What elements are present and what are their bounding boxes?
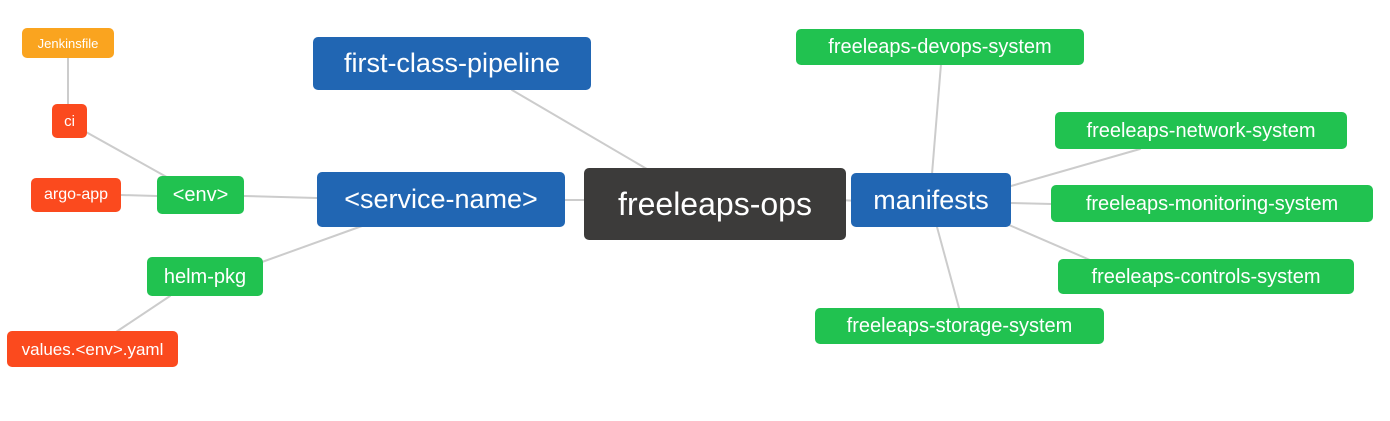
edge-argo-app-env <box>120 194 158 197</box>
node-network-system[interactable]: freeleaps-network-system <box>1055 112 1347 149</box>
node-monitoring-system[interactable]: freeleaps-monitoring-system <box>1051 185 1373 222</box>
node-ci[interactable]: ci <box>52 104 87 138</box>
node-service-name[interactable]: <service-name> <box>317 172 565 227</box>
node-first-class-pipeline[interactable]: first-class-pipeline <box>313 37 591 90</box>
edge-ci-env <box>85 131 173 181</box>
node-jenkinsfile[interactable]: Jenkinsfile <box>22 28 114 58</box>
edge-first-class-pipeline-ops <box>511 89 653 173</box>
edge-manifests-monitoring <box>1010 202 1053 205</box>
node-env[interactable]: <env> <box>157 176 244 214</box>
node-manifests[interactable]: manifests <box>851 173 1011 227</box>
node-freeleaps-ops[interactable]: freeleaps-ops <box>584 168 846 240</box>
node-storage-system[interactable]: freeleaps-storage-system <box>815 308 1104 344</box>
edge-helm-pkg-values <box>115 295 171 333</box>
node-argo-app[interactable]: argo-app <box>31 178 121 212</box>
node-devops-system[interactable]: freeleaps-devops-system <box>796 29 1084 65</box>
edge-env-service-name <box>243 195 318 199</box>
edge-manifests-devops <box>931 63 942 175</box>
node-controls-system[interactable]: freeleaps-controls-system <box>1058 259 1354 294</box>
edge-manifests-storage <box>936 226 960 309</box>
edge-manifests-controls <box>1008 224 1091 261</box>
edge-manifests-network <box>1010 148 1141 187</box>
node-helm-pkg[interactable]: helm-pkg <box>147 257 263 296</box>
node-values-env-yaml[interactable]: values.<env>.yaml <box>7 331 178 367</box>
edge-service-name-helm-pkg <box>261 225 363 263</box>
